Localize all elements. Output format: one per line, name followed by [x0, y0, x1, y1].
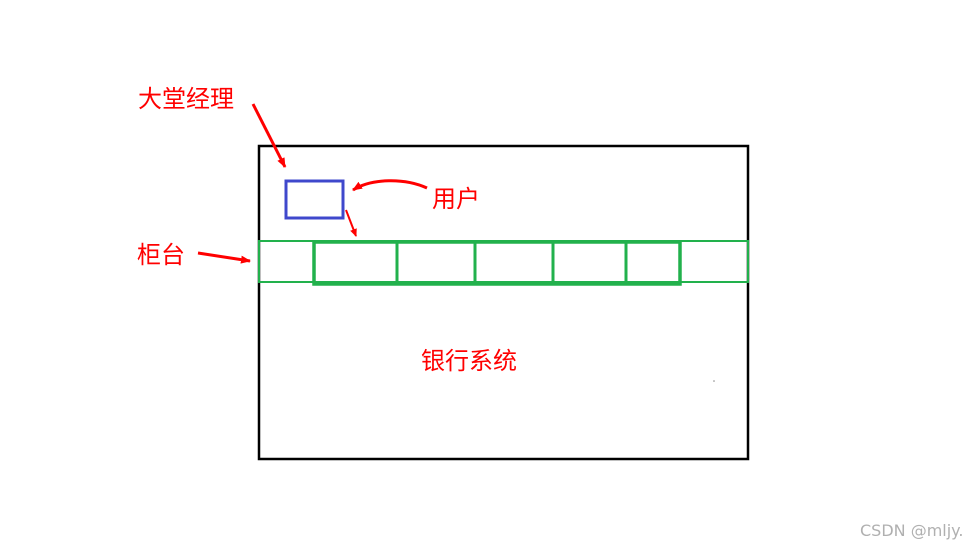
watermark: CSDN @mljy. — [860, 521, 963, 540]
lobby-manager-arrow — [251, 103, 287, 168]
bank-system-frame — [257, 144, 750, 461]
counter-arrow — [197, 251, 251, 264]
counter-label: 柜台 — [137, 241, 185, 269]
lobby-manager-label: 大堂经理 — [138, 85, 234, 113]
user-label: 用户 — [432, 185, 480, 213]
counter-window-group — [312, 240, 682, 286]
counter-band — [258, 240, 749, 283]
user-arrow — [352, 179, 428, 192]
bank-system-label: 银行系统 — [421, 347, 517, 375]
user-to-counter-arrow — [345, 209, 357, 237]
dot — [713, 380, 715, 382]
user-box — [284, 179, 345, 220]
